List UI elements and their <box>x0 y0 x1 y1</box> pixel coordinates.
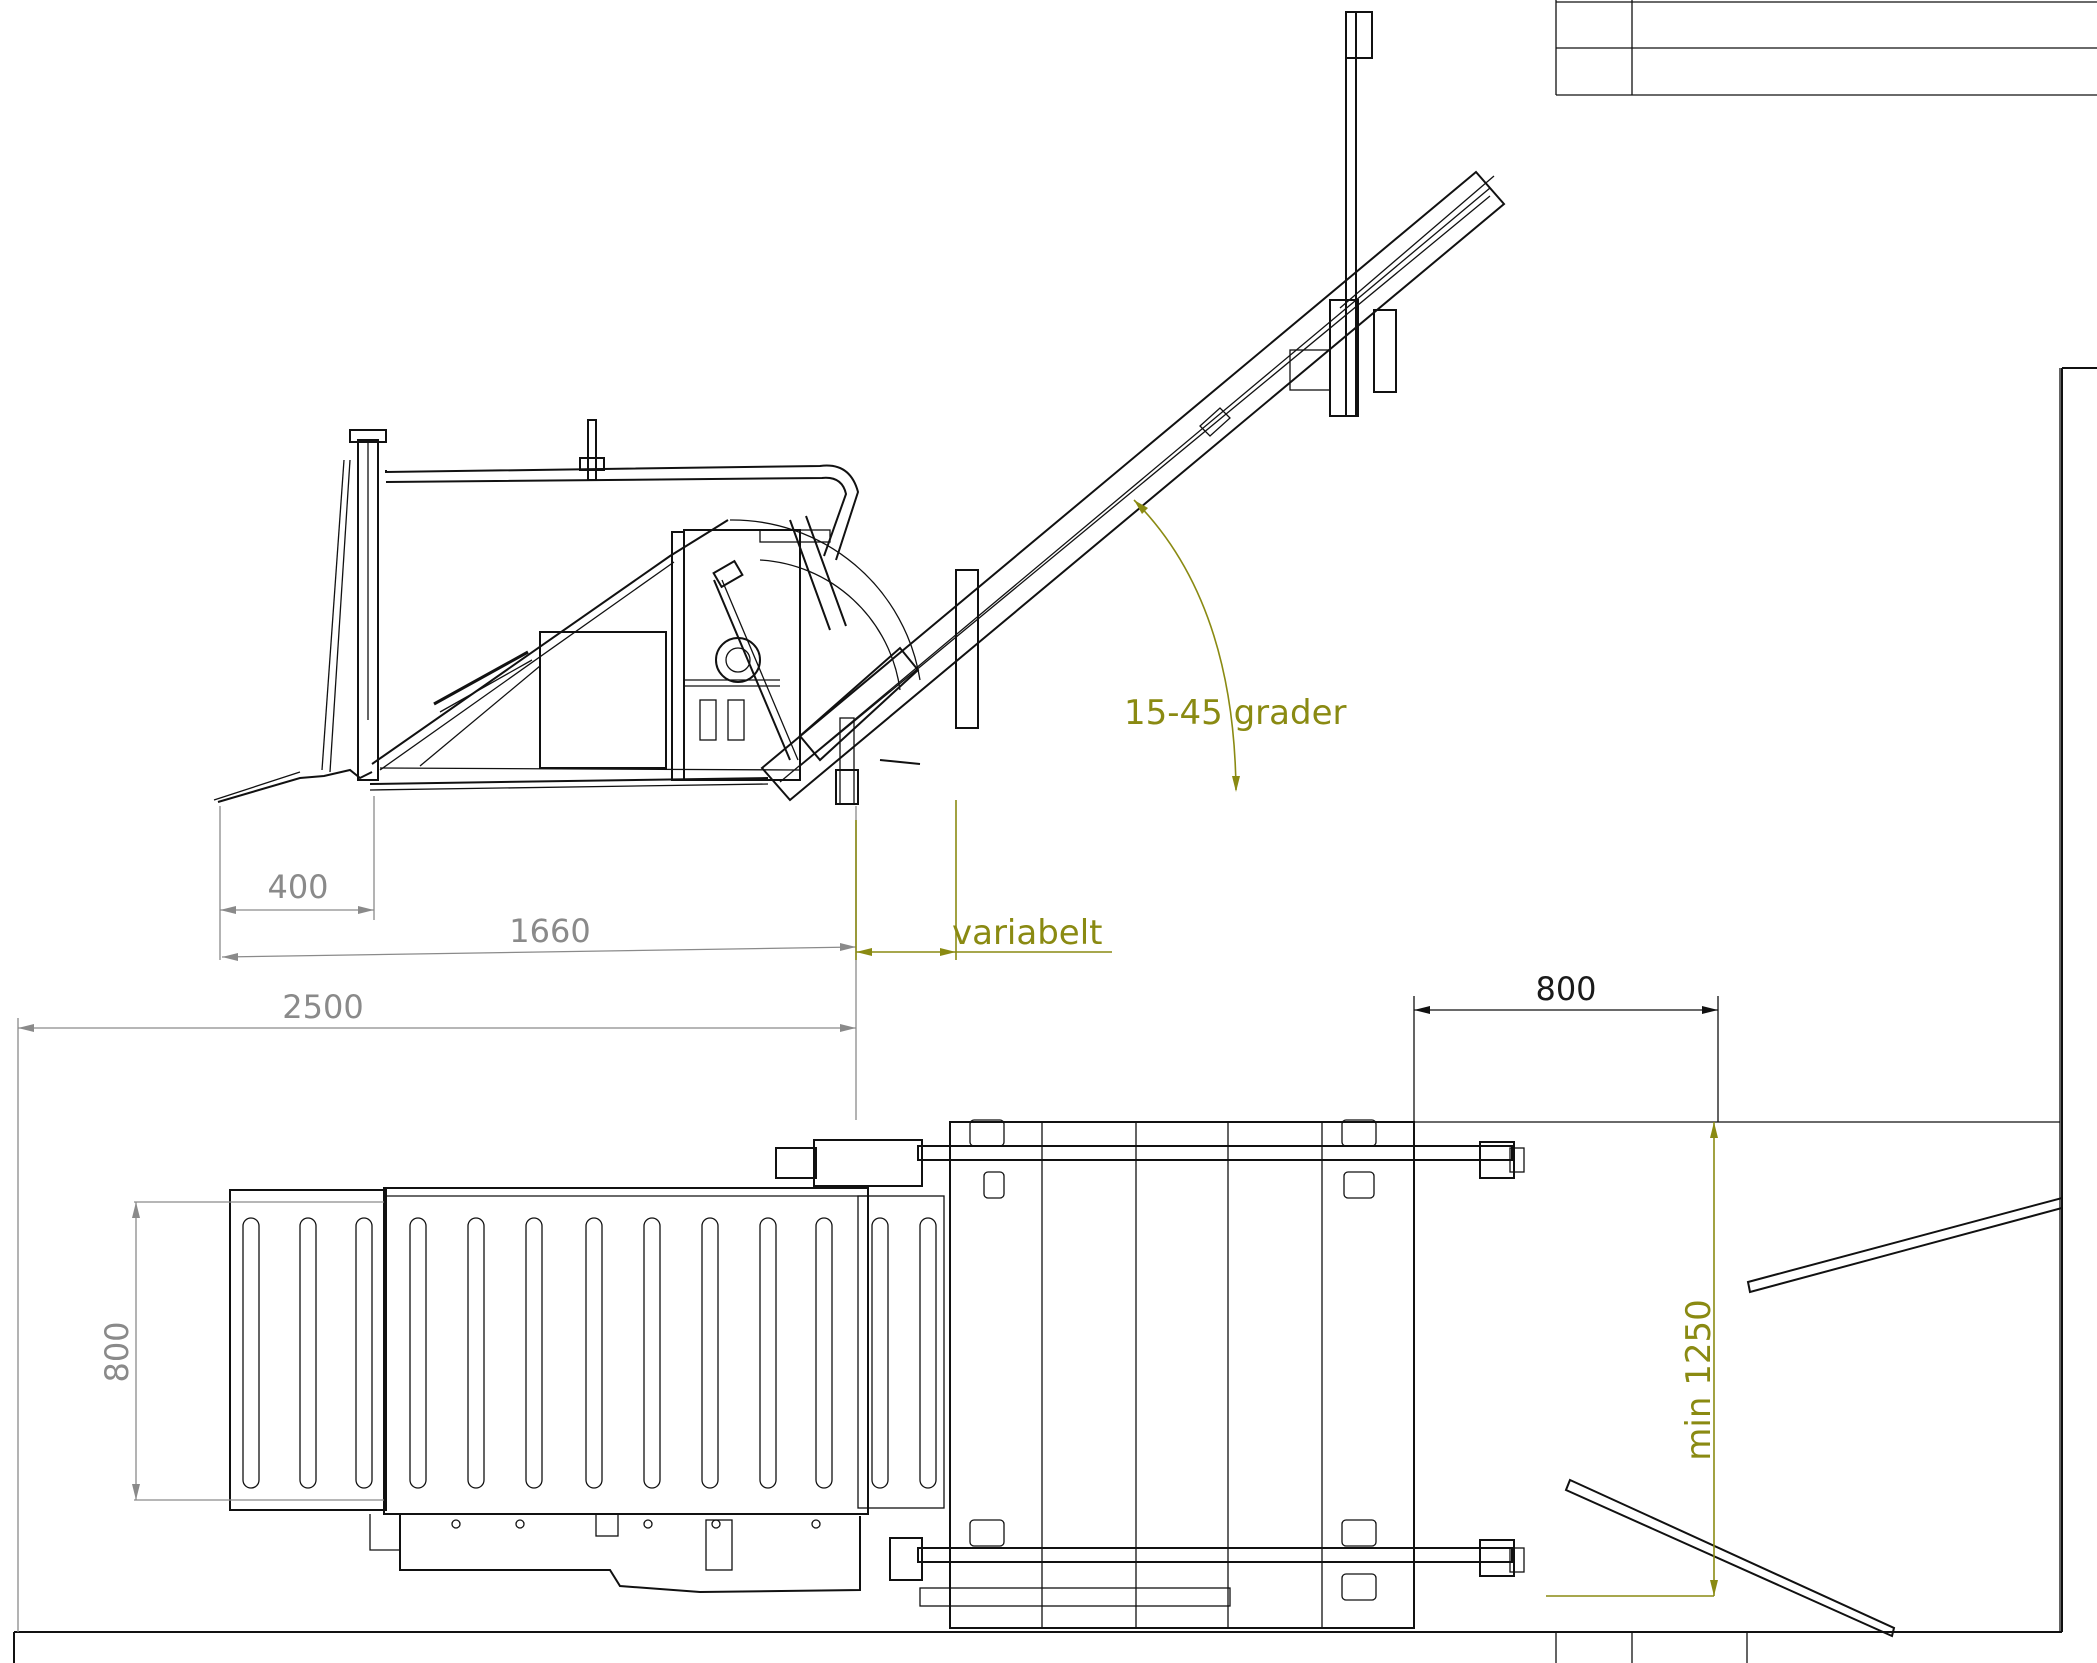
top-view-machine <box>229 1119 2063 1638</box>
dimension-2500: 2500 <box>282 988 363 1026</box>
drawing-frame <box>13 367 2097 1663</box>
dimension-min-1250: min 1250 <box>1679 1299 1719 1460</box>
side-dimensions <box>17 499 1240 1632</box>
dimension-400: 400 <box>267 868 328 906</box>
dimension-1660: 1660 <box>509 912 590 950</box>
slot-group <box>242 1217 937 1489</box>
top-dimensions <box>132 996 1719 1597</box>
angle-label: 15-45 grader <box>1124 693 1346 733</box>
variable-label: variabelt <box>952 913 1103 953</box>
side-view-machine <box>213 11 1506 805</box>
title-block-top <box>1555 0 2097 96</box>
dimension-800-top: 800 <box>1535 970 1596 1008</box>
dimension-800-side: 800 <box>98 1321 136 1382</box>
